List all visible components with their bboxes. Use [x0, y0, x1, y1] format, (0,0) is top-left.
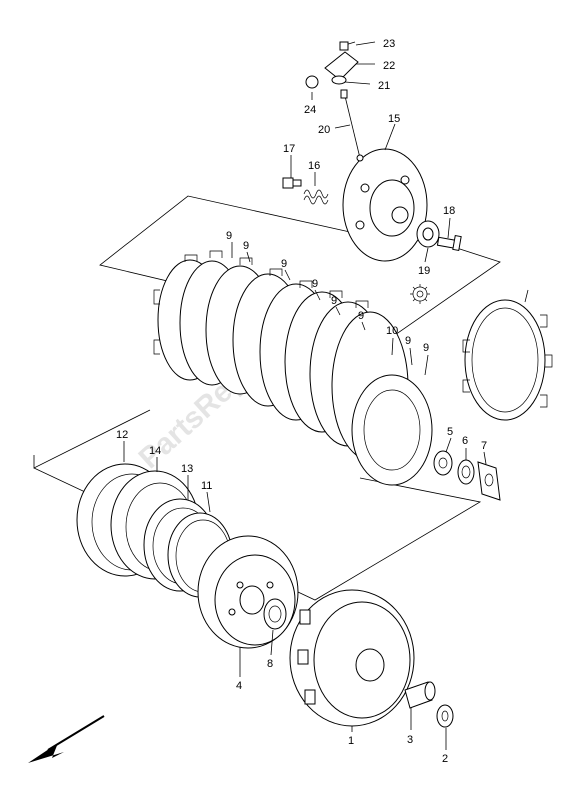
- nut-5: [433, 450, 453, 476]
- leader-lines: [123, 41, 487, 750]
- bolt-23: [339, 41, 356, 51]
- clutch-plate-stack: [153, 250, 433, 486]
- label-24: 24: [304, 104, 316, 116]
- clutch-sleeve-hub: [197, 535, 299, 649]
- label-14: 14: [149, 445, 161, 457]
- thrust-washer-2: [436, 704, 454, 728]
- label-7: 7: [481, 440, 487, 452]
- label-8: 8: [267, 658, 273, 670]
- label-23: 23: [383, 38, 395, 50]
- bolt-18: [436, 235, 462, 251]
- front-direction-arrow-icon: [28, 715, 105, 763]
- label-19: 19: [418, 265, 430, 277]
- label-2: 2: [442, 753, 448, 765]
- washer-6: [457, 459, 475, 485]
- label-16: 16: [308, 160, 320, 172]
- label-3: 3: [407, 734, 413, 746]
- spacer-3: [404, 681, 436, 709]
- label-13: 13: [181, 463, 193, 475]
- washer-8: [263, 598, 287, 630]
- clutch-spring: [303, 189, 329, 205]
- label-9e: 9: [331, 295, 337, 307]
- label-6: 6: [462, 435, 468, 447]
- nut-24: [305, 75, 319, 89]
- label-1: 1: [348, 735, 354, 747]
- lock-washer-7: [477, 461, 501, 501]
- label-11: 11: [201, 480, 212, 492]
- label-9b: 9: [243, 240, 249, 252]
- label-5: 5: [447, 426, 453, 438]
- label-22: 22: [383, 60, 395, 72]
- label-21: 21: [378, 80, 390, 92]
- gear-icon: [410, 284, 430, 304]
- label-9c: 9: [281, 258, 287, 270]
- release-bracket: [324, 51, 359, 81]
- washer-21: [331, 75, 347, 85]
- bearing: [416, 220, 440, 248]
- label-10: 10: [386, 325, 398, 337]
- pressure-plate: [342, 148, 428, 262]
- clutch-housing: [289, 589, 415, 727]
- label-9g: 9: [405, 335, 411, 347]
- label-9a: 9: [226, 230, 232, 242]
- clutch-plate-right: [462, 289, 553, 421]
- label-17: 17: [283, 143, 295, 155]
- bolt-17: [282, 177, 302, 189]
- label-12: 12: [116, 429, 128, 441]
- label-9h: 9: [423, 342, 429, 354]
- hub-group-frame: [33, 409, 482, 601]
- label-15: 15: [388, 113, 400, 125]
- label-4: 4: [236, 680, 242, 692]
- label-18: 18: [443, 205, 455, 217]
- label-9f: 9: [358, 310, 364, 322]
- push-rod: [340, 89, 364, 162]
- label-20: 20: [318, 124, 330, 136]
- label-9d: 9: [312, 278, 318, 290]
